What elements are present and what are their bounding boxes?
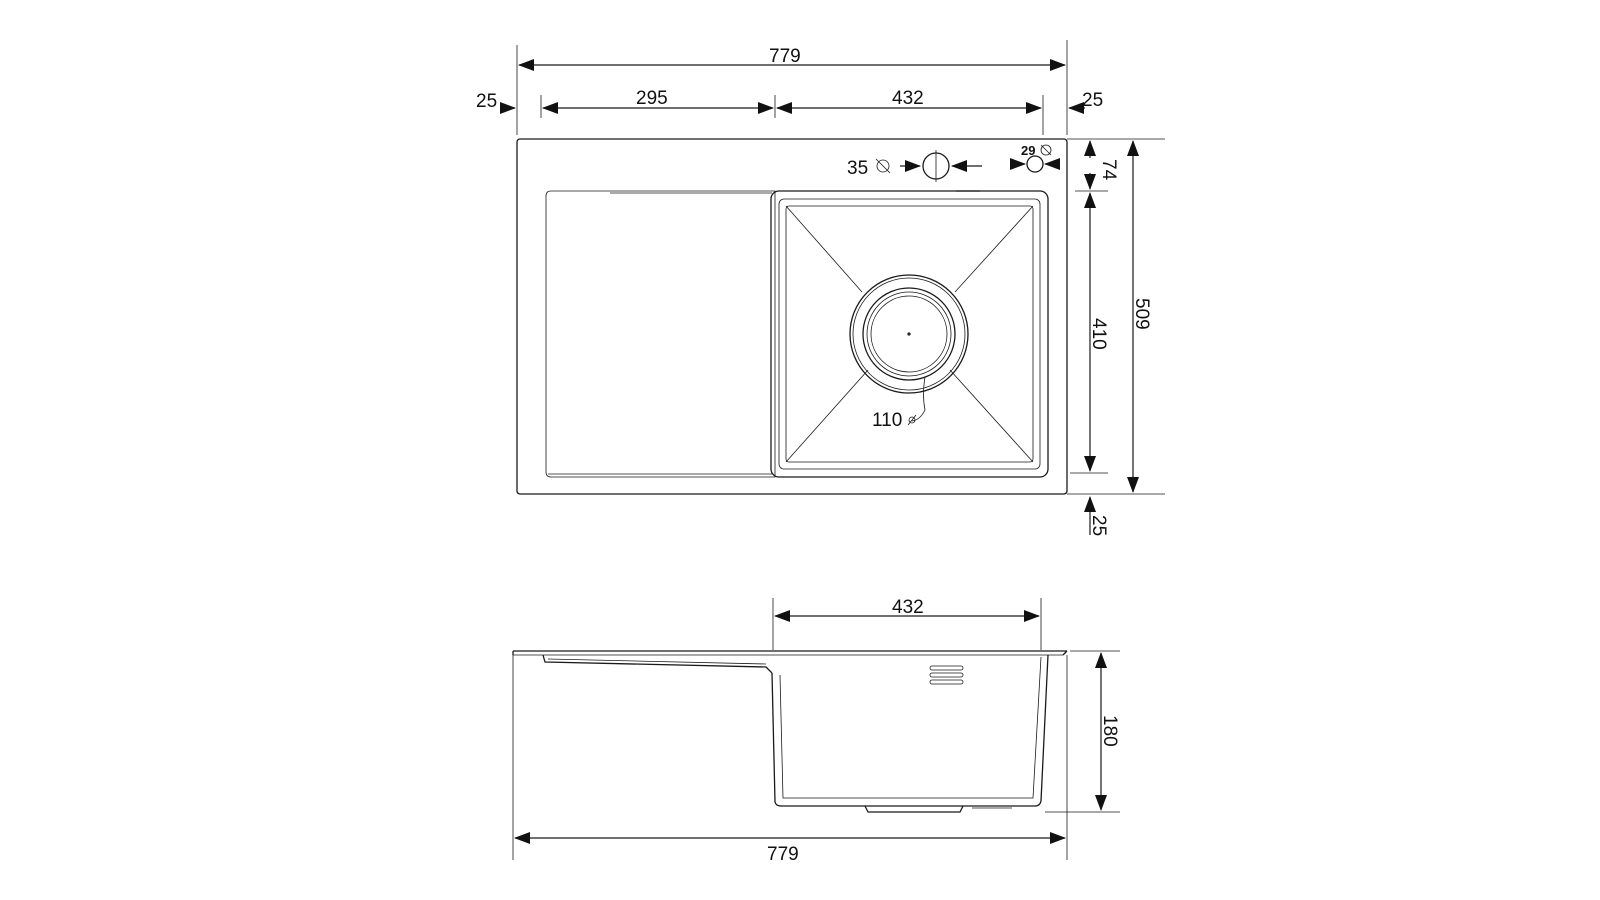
overall-width-label: 779 (769, 46, 801, 67)
bowl-inner-rim (778, 198, 1041, 470)
drain-diameter-label: 110 (872, 410, 902, 431)
side-bowl-width-label: 432 (892, 597, 924, 618)
drain-leader (911, 376, 926, 422)
bowl-floor (785, 205, 1034, 463)
sink-outline (516, 138, 1068, 495)
drainer-width-label: 295 (636, 88, 668, 109)
tap-hole-diameter-label: 35 (847, 158, 868, 179)
dim-overall-width-top: 779 (516, 40, 1068, 135)
overflow-hole (1026, 155, 1044, 173)
diameter-symbol-icon (1040, 144, 1052, 156)
dim-vertical-top: 74 410 509 25 (1067, 138, 1165, 536)
bowl-depth-label: 410 (1088, 318, 1109, 350)
overflow-slot-icon (929, 665, 964, 685)
side-overall-width-label: 779 (767, 844, 799, 865)
overflow-diameter-label: 29 (1021, 143, 1035, 158)
diameter-symbol-icon (908, 416, 916, 424)
bowl-profile (771, 654, 1049, 807)
drain-basket (862, 287, 956, 381)
drainer-area (545, 190, 776, 478)
left-margin-label: 25 (476, 91, 497, 112)
bottom-margin-label: 25 (1088, 515, 1109, 536)
diameter-symbol-icon (876, 159, 890, 173)
drain-outer (849, 274, 969, 394)
dim-side: 432 779 180 (512, 597, 1120, 865)
right-margin-label: 25 (1082, 90, 1103, 111)
top-view: 110 35 29 (516, 138, 1068, 495)
top-offset-label: 74 (1098, 159, 1119, 181)
drain-stub (864, 805, 964, 813)
bowl-height-label: 180 (1099, 715, 1120, 747)
bowl-width-label: 432 (892, 88, 924, 109)
overall-depth-label: 509 (1131, 298, 1152, 330)
drainer-profile (542, 654, 773, 674)
bowl-rim (770, 190, 1049, 478)
dim-segments-top: 25 295 432 25 (476, 88, 1103, 135)
side-view (512, 650, 1068, 813)
